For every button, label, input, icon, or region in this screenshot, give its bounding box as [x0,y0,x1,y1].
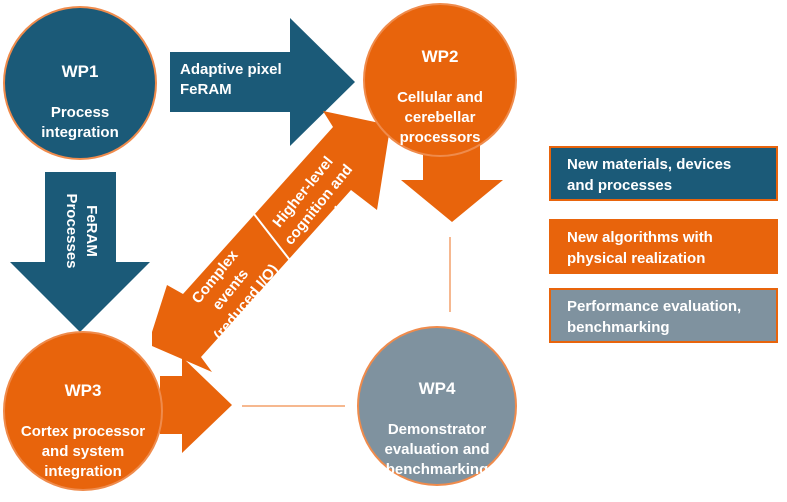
legend-item-performance: Performance evaluation, benchmarking [549,288,778,343]
arrow-wp1-to-wp2 [170,18,355,146]
wp2-subtitle: Cellular and cerebellar processors [397,89,483,146]
arrow-wp1-to-wp3 [10,172,150,332]
wp3-subtitle: Cortex processor and system integration [20,423,146,480]
arrow-wp3-to-wp4 [160,357,232,453]
legend-item-performance-label: Performance evaluation, benchmarking [567,298,742,336]
wp1-title: WP1 [61,62,99,81]
legend-item-materials: New materials, devices and processes [549,146,778,201]
diagonal-arrow-divider [239,195,297,269]
legend-item-algorithms: New algorithms with physical realization [549,219,778,274]
wp4-label: WP4 Demonstrator evaluation and benchmar… [372,358,502,500]
wp3-circle [3,331,163,491]
wp1-subtitle: Process integration [41,104,119,141]
arrow-wp2-down [401,140,503,222]
wp1-circle [3,6,157,160]
arrow-label-adaptive-pixel-feram: Adaptive pixel FeRAM [180,61,282,98]
wp2-label: WP2 Cellular and cerebellar processors [375,26,505,168]
legend-item-algorithms-label: New algorithms with physical realization [567,229,713,267]
wp4-circle [357,326,517,486]
wp4-title: WP4 [418,379,456,398]
legend-item-materials-label: New materials, devices and processes [567,156,732,194]
wp4-subtitle: Demonstrator evaluation and benchmarking [384,421,490,478]
wp1-label: WP1 Process integration [20,41,140,163]
wp3-title: WP3 [64,381,102,400]
wp2-circle [363,3,517,157]
arrow-label-feram-processes: FeRAM Processes [63,193,100,269]
arrow-diagonal-bidirectional [152,111,390,372]
wp3-label: WP3 Cortex processor and system integrat… [8,360,158,502]
wp2-title: WP2 [421,47,459,66]
